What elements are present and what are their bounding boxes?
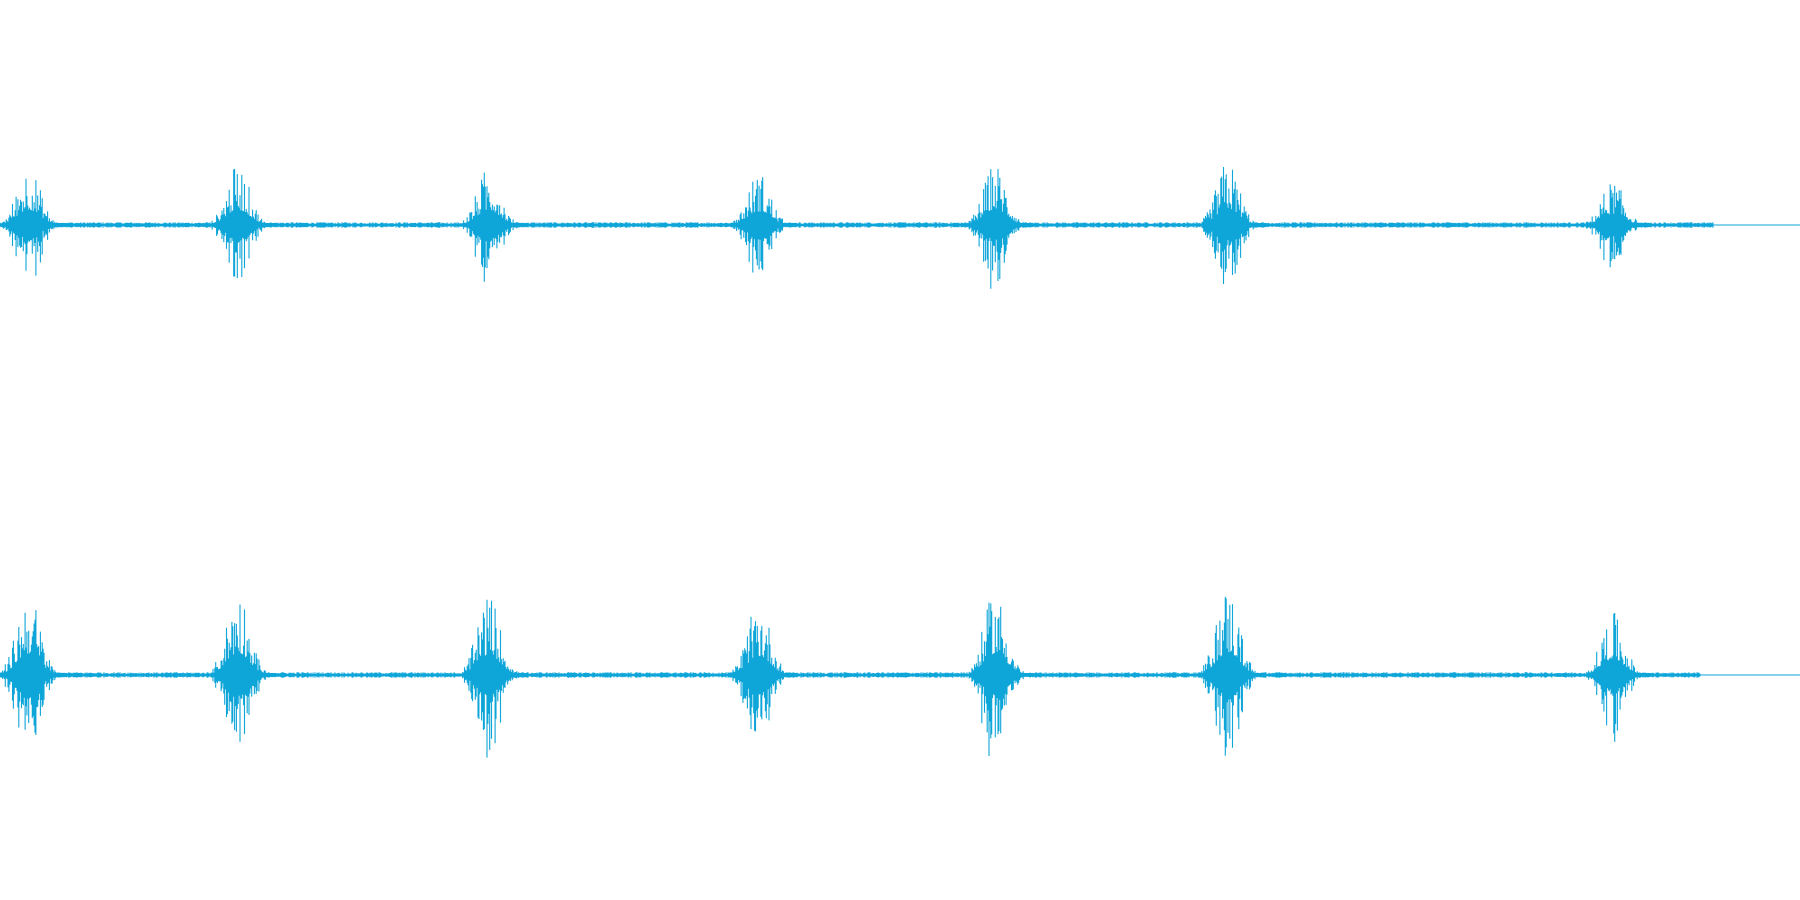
waveform-burst-6 [1201,596,1267,756]
waveform-burst-1 [2,178,68,276]
waveform-burst-3 [462,172,528,282]
waveform-burst-5 [968,602,1034,756]
waveform-burst-4 [732,616,798,732]
waveform-burst-5 [968,169,1034,289]
waveform-burst-2 [211,168,277,279]
waveform-burst-7 [1586,184,1652,268]
waveform-burst-3 [462,599,528,758]
channel-1-waveform [0,167,1800,289]
waveform-burst-4 [732,177,798,273]
channel-2-waveform [0,596,1800,758]
waveform-burst-6 [1201,167,1267,284]
waveform-burst-7 [1586,613,1652,742]
waveform-burst-2 [211,604,277,742]
waveform-burst-1 [2,610,68,735]
